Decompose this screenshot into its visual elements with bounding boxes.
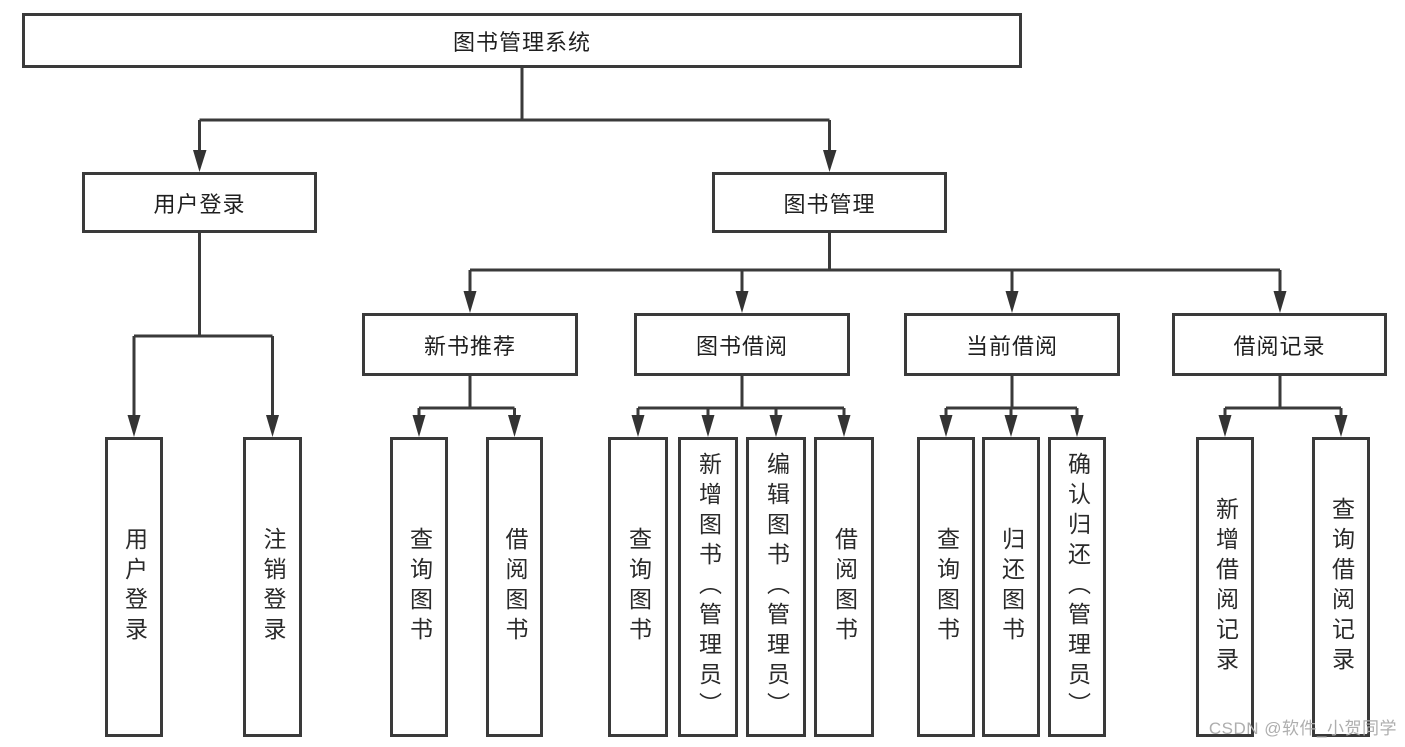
node-root-system: 图书管理系统	[22, 13, 1022, 68]
leaf-borrow-books-rec: 借阅图书	[486, 437, 543, 737]
node-user-login: 用户登录	[82, 172, 317, 233]
arrowhead	[701, 415, 715, 437]
leaf-logout: 注销登录	[243, 437, 302, 737]
leaf-query-books-current: 查询图书	[917, 437, 975, 737]
leaf-query-books-rec: 查询图书	[390, 437, 448, 737]
leaf-label: 确认归还（管理员）	[1064, 452, 1091, 722]
leaf-query-books-borrow: 查询图书	[608, 437, 668, 737]
leaf-label: 查询图书	[406, 527, 433, 647]
arrowhead	[412, 415, 426, 437]
arrowhead	[1273, 291, 1287, 313]
leaf-label: 借阅图书	[831, 527, 858, 647]
arrowhead	[1334, 415, 1348, 437]
leaf-add-borrow-record: 新增借阅记录	[1196, 437, 1254, 737]
connector-borrow-records	[1223, 376, 1343, 417]
arrowhead	[463, 291, 477, 313]
node-book-borrowing: 图书借阅	[634, 313, 850, 376]
arrowhead	[1005, 291, 1019, 313]
leaf-label: 用户登录	[121, 527, 148, 647]
arrowhead	[1218, 415, 1232, 437]
leaf-label: 新增图书（管理员）	[695, 452, 722, 722]
leaf-add-books-admin: 新增图书（管理员）	[678, 437, 738, 737]
node-borrowing-records: 借阅记录	[1172, 313, 1387, 376]
arrowhead	[837, 415, 851, 437]
leaf-label: 归还图书	[998, 527, 1025, 647]
leaf-label: 注销登录	[260, 527, 286, 647]
leaf-label: 编辑图书（管理员）	[763, 452, 790, 722]
leaf-borrow-books: 借阅图书	[814, 437, 874, 737]
node-current-borrowing: 当前借阅	[904, 313, 1120, 376]
leaf-edit-books-admin: 编辑图书（管理员）	[746, 437, 806, 737]
arrowhead	[193, 150, 207, 172]
leaf-confirm-return-admin: 确认归还（管理员）	[1048, 437, 1106, 737]
arrowhead	[823, 150, 837, 172]
leaf-label: 借阅图书	[502, 527, 528, 647]
leaf-label: 查询借阅记录	[1328, 497, 1355, 677]
connector-book-mgmt	[468, 233, 1282, 293]
leaf-label: 查询图书	[933, 527, 960, 647]
arrowhead	[127, 415, 141, 437]
node-new-book-recommend: 新书推荐	[362, 313, 578, 376]
leaf-label: 新增借阅记录	[1212, 497, 1239, 677]
leaf-user-login: 用户登录	[105, 437, 163, 737]
connector-user-login	[132, 233, 274, 417]
arrowhead	[735, 291, 749, 313]
arrowhead	[769, 415, 783, 437]
connector-new-book-rec	[417, 376, 516, 417]
connector-root	[198, 68, 831, 152]
arrowhead	[266, 415, 279, 437]
leaf-query-borrow-record: 查询借阅记录	[1312, 437, 1370, 737]
leaf-label: 查询图书	[625, 527, 652, 647]
arrowhead	[939, 415, 953, 437]
arrowhead	[631, 415, 645, 437]
arrowhead	[1070, 415, 1084, 437]
connector-current-borrow	[944, 376, 1079, 417]
arrowhead	[1004, 415, 1018, 437]
node-book-management: 图书管理	[712, 172, 947, 233]
leaf-return-books: 归还图书	[982, 437, 1040, 737]
arrowhead	[508, 415, 521, 437]
connector-book-borrow	[636, 376, 846, 417]
